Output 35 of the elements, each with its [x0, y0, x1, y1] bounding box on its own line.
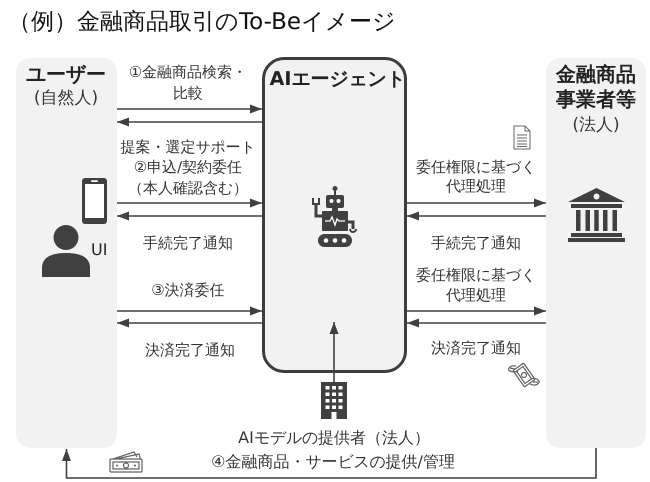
arrow [117, 306, 262, 316]
lane-panel [546, 58, 646, 448]
edge-label: 提案・選定サポート [120, 138, 256, 156]
edge-label: 決済完了通知 [145, 340, 235, 360]
edge-label: ②申込/契約委任（本人確認含む） [127, 157, 249, 199]
panel-subtitle: (法人) [572, 114, 620, 136]
edge-label: 決済完了通知 [431, 338, 521, 358]
arrow [117, 118, 262, 126]
panel-subtitle: (自然人) [34, 87, 98, 109]
arrow [330, 322, 338, 382]
node-caption: AIモデルの提供者（法人） [238, 427, 430, 448]
edge-label: 手続完了通知 [431, 233, 521, 253]
edge-label: 委任権限に基づく代理処理 [415, 158, 537, 196]
office-building-icon [321, 382, 347, 419]
arrow [117, 212, 262, 220]
edge-label: ①金融商品検索・比較 [128, 62, 248, 104]
arrow [407, 306, 546, 316]
panel-heading: AIエージェント [270, 67, 406, 92]
lane-panel [16, 58, 117, 448]
edge-label: 手続完了通知 [143, 233, 233, 253]
edge-label: ③決済委任 [151, 280, 225, 300]
edge-label: ④金融商品・サービスの提供/管理 [211, 452, 455, 472]
arrow [407, 212, 546, 220]
diagram-title: （例）金融商品取引のTo-Beイメージ [8, 8, 396, 37]
agent-box [262, 57, 407, 373]
arrow [117, 104, 262, 114]
edge-label: 委任権限に基づく代理処理 [415, 265, 537, 305]
arrow [117, 198, 262, 208]
arrow [117, 318, 262, 328]
panel-heading: 金融商品事業者等 [554, 62, 637, 112]
arrow [407, 318, 546, 328]
arrow [62, 448, 597, 479]
panel-heading: ユーザー [26, 61, 106, 87]
arrow [407, 198, 546, 208]
ui-label: UI [91, 240, 108, 260]
